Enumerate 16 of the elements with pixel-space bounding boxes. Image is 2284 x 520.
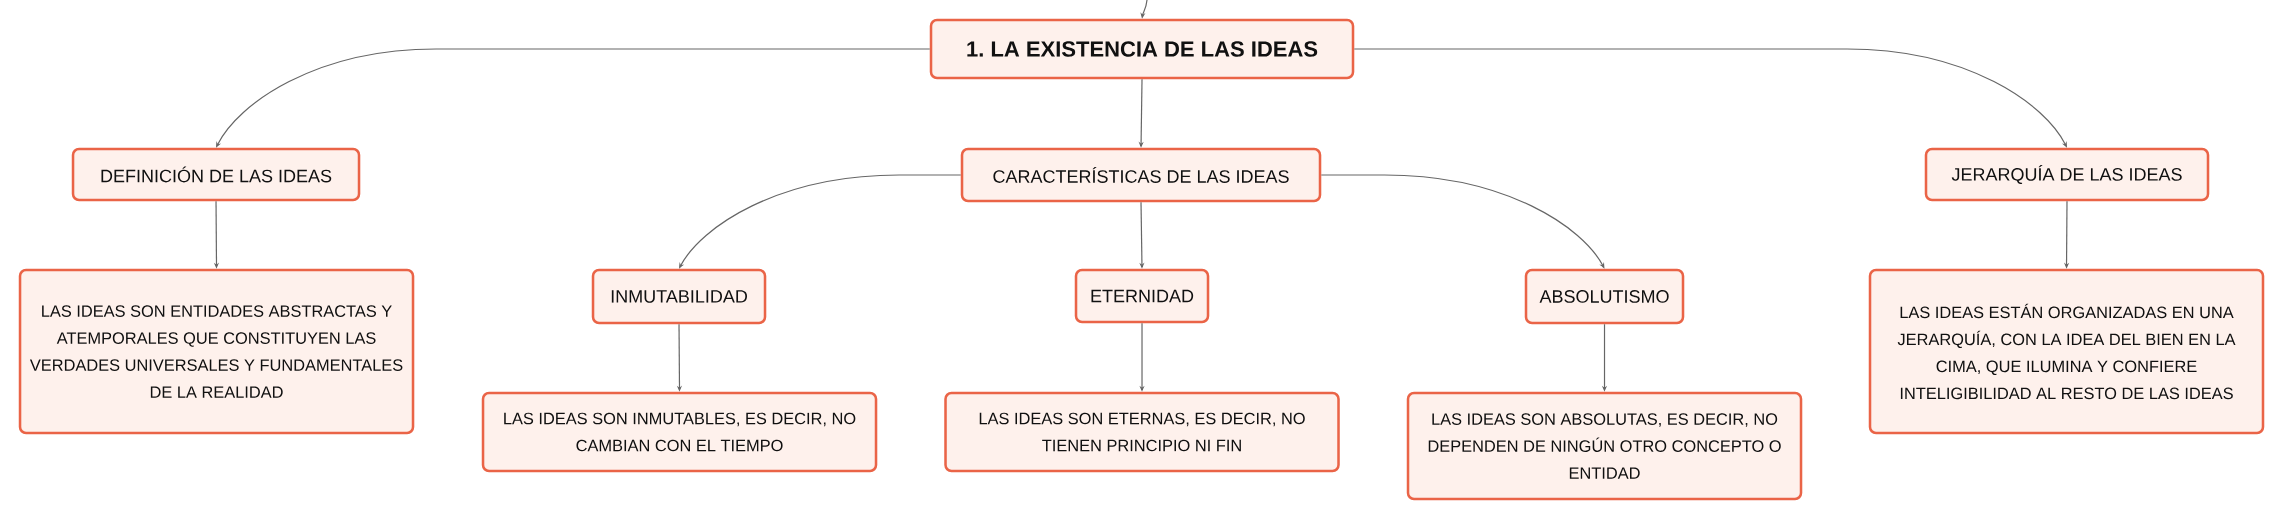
topic-box: ETERNIDAD [1074, 268, 1210, 324]
connector-arrow [1320, 174, 1605, 269]
topic-box: INMUTABILIDAD [591, 268, 767, 325]
description-box: LAS IDEAS SON ETERNAS, ES DECIR, NO TIENEN PRINCIPIO NI FIN [944, 391, 1340, 473]
main-topic-box: 1. LA EXISTENCIA DE LAS IDEAS [929, 18, 1355, 80]
topic-box: ABSOLUTISMO [1524, 268, 1685, 325]
topic-box: DEFINICIÓN DE LAS IDEAS [71, 147, 361, 202]
description-box: LAS IDEAS SON INMUTABLES, ES DECIR, NO CAMBIAN CON EL TIEMPO [481, 391, 878, 473]
connector-arrow [679, 174, 962, 269]
connector-arrow [1353, 48, 2067, 148]
description-box: LAS IDEAS SON ENTIDADES ABSTRACTAS Y ATEMPORALES QUE CONSTITUYEN LAS VERDADES UNIVERSALES Y FUNDAMENTALES DE LA REALIDAD [18, 268, 415, 435]
connector-arrow [216, 48, 931, 148]
description-box: LAS IDEAS SON ABSOLUTAS, ES DECIR, NO DEPENDEN DE NINGÚN OTRO CONCEPTO O ENTIDAD [1406, 391, 1803, 501]
topic-box: JERARQUÍA DE LAS IDEAS [1924, 147, 2210, 202]
topic-box: CARACTERÍSTICAS DE LAS IDEAS [960, 147, 1322, 203]
description-box: LAS IDEAS ESTÁN ORGANIZADAS EN UNA JERARQUÍA, CON LA IDEA DEL BIEN EN LA CIMA, QUE ILUMINA Y CONFIERE INTELIGIBILIDAD AL RESTO DE LAS IDEAS [1868, 268, 2265, 435]
